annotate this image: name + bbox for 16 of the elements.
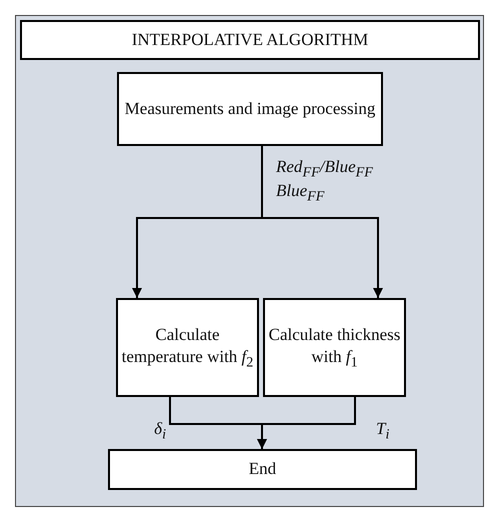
arrow — [257, 397, 356, 449]
title-box — [20, 20, 480, 60]
node-text: Measurements and image processing — [124, 98, 376, 120]
end-box — [108, 449, 417, 490]
node-text: Calculate thickness with f$_{1}$ — [268, 324, 402, 372]
signal-label: Red$_{FF}$/Blue$_{FF}$ — [276, 156, 373, 182]
node-text: Calculate temperature with f$_{2}$ — [120, 324, 254, 372]
arrow — [261, 146, 383, 298]
node-text: End — [248, 458, 276, 480]
node-text: INTERPOLATIVE ALGORITHM — [132, 28, 368, 51]
process-box — [116, 298, 259, 397]
process-box — [117, 72, 383, 146]
process-box — [263, 298, 406, 397]
edge-label: T$_{i}$ — [376, 418, 390, 444]
edge-label: δ$_{i}$ — [154, 418, 166, 444]
signal-label: Blue$_{FF}$ — [276, 180, 324, 206]
